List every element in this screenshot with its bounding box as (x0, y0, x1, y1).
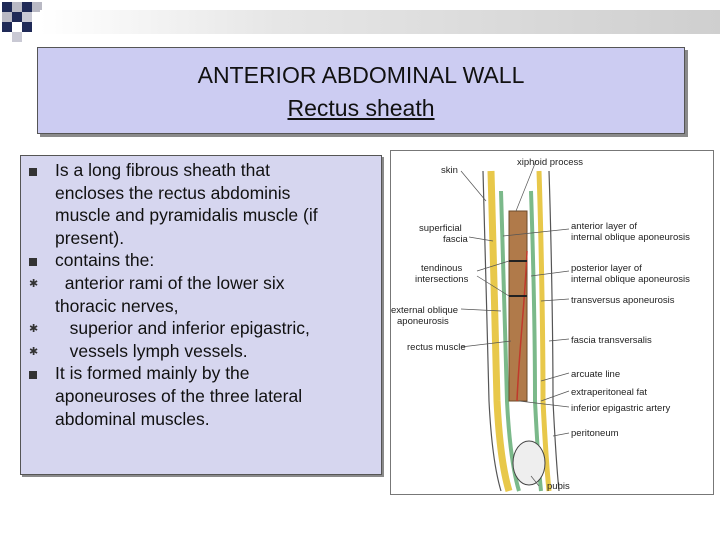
label-intersections: intersections (415, 274, 469, 285)
anatomy-diagram: skin superficial fascia tendinous inters… (390, 150, 714, 495)
rectus-sheath-diagram: skin superficial fascia tendinous inters… (391, 157, 690, 493)
title-box: ANTERIOR ABDOMINAL WALL Rectus sheath (37, 47, 685, 134)
text-line: superior and inferior epigastric, (55, 318, 310, 339)
bullet-asterisk-icon: ✱ (29, 323, 39, 336)
transversus-layer (536, 170, 552, 492)
label-arcuate-line: arcuate line (571, 369, 620, 380)
pubis-bone (512, 440, 546, 486)
label-anterior-aponeurosis: internal oblique aponeurosis (571, 232, 690, 243)
label-fascia: fascia (443, 234, 469, 245)
slide-subtitle: Rectus sheath (287, 95, 435, 121)
bullet-square-icon (29, 258, 37, 267)
text-line: thoracic nerves, (55, 295, 179, 316)
bullet-asterisk-icon: ✱ (29, 278, 39, 290)
skin-layer (482, 170, 502, 492)
text-line: encloses the rectus abdominis (55, 182, 291, 203)
label-inferior-epigastric: inferior epigastric artery (571, 403, 671, 414)
label-posterior-layer: posterior layer of (571, 263, 642, 274)
checker-square (12, 12, 22, 22)
label-external-oblique: external oblique (391, 305, 458, 316)
text-line: aponeuroses of the three lateral (55, 386, 303, 406)
label-extraperitoneal-fat: extraperitoneal fat (571, 387, 647, 398)
checker-square (22, 22, 32, 32)
label-tendinous: tendinous (421, 263, 462, 274)
label-fascia-transversalis: fascia transversalis (571, 335, 652, 346)
checker-square (32, 2, 42, 12)
leader-lines (460, 160, 570, 487)
checker-square (2, 12, 12, 22)
label-peritoneum: peritoneum (571, 428, 619, 439)
text-line: muscle and pyramidalis muscle (if (55, 205, 318, 226)
label-pubis: pubis (547, 481, 570, 492)
label-rectus-muscle: rectus muscle (407, 342, 466, 353)
text-line: Is a long fibrous sheath that (55, 160, 270, 180)
text-line: abdominal muscles. (55, 408, 210, 429)
checker-square (12, 32, 22, 42)
label-skin: skin (441, 165, 458, 176)
label-anterior-layer: anterior layer of (571, 221, 637, 232)
epigastric-artery (516, 250, 528, 402)
rectus-muscle-band (508, 210, 528, 402)
label-transversus: transversus aponeurosis (571, 295, 675, 306)
label-aponeurosis: aponeurosis (397, 316, 449, 327)
slide-title: ANTERIOR ABDOMINAL WALL (197, 62, 525, 88)
text-line: contains the: (55, 250, 155, 271)
bullet-square-icon (29, 371, 37, 380)
peritoneum-layer (548, 170, 560, 492)
checker-square (2, 22, 12, 32)
decorative-gradient-band (40, 10, 720, 34)
text-line: anterior rami of the lower six (55, 273, 285, 293)
superficial-fascia-layer (487, 170, 513, 493)
checker-square (2, 2, 12, 12)
text-line: It is formed mainly by the (55, 363, 250, 384)
checker-square (22, 2, 32, 12)
bullet-square-icon (29, 168, 37, 176)
text-line: vessels lymph vessels. (55, 340, 248, 361)
checker-square (22, 12, 32, 22)
checker-square (12, 2, 22, 12)
label-xiphoid: xiphoid process (517, 157, 583, 168)
slide-subtitle-wrap: Rectus sheath (38, 95, 684, 122)
bullet-asterisk-icon: ✱ (29, 345, 39, 358)
text-line: present). (55, 227, 125, 248)
label-posterior-aponeurosis: internal oblique aponeurosis (571, 274, 690, 285)
label-superficial: superficial (419, 223, 462, 234)
